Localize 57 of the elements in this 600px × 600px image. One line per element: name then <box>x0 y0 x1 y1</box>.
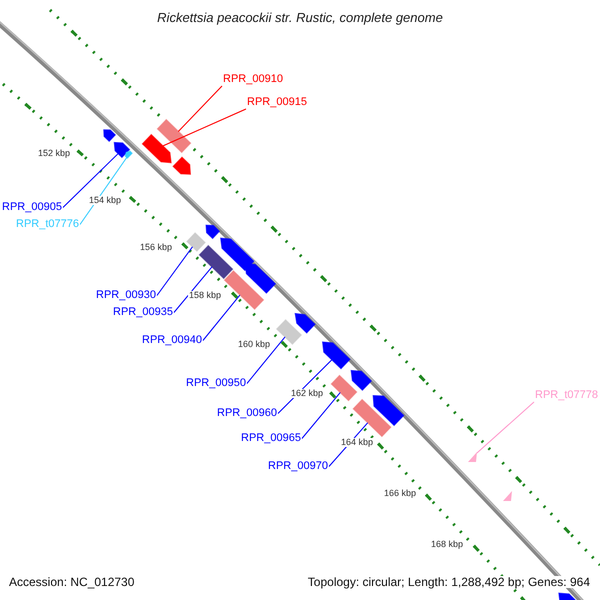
leader-line <box>62 153 119 208</box>
gene-feature <box>205 224 220 240</box>
gene-feature <box>468 452 477 462</box>
gene-feature <box>322 341 351 370</box>
leader-line <box>156 246 193 296</box>
footer-text: Topology: circular; Length: 1,288,492 bp; Genes: 964 <box>308 576 590 588</box>
gene-label: RPR_00905 <box>2 202 62 213</box>
gene-label: RPR_00930 <box>96 290 156 301</box>
leader-line <box>173 266 212 313</box>
gene-feature <box>503 491 512 501</box>
gene-label: RPR_00965 <box>241 433 301 444</box>
gene-label: RPR_00915 <box>247 97 307 108</box>
scale-label: 152 kbp <box>37 149 72 158</box>
leader-line <box>301 392 341 439</box>
gene-label: RPR_00940 <box>142 335 202 346</box>
gene-feature <box>103 129 116 142</box>
gene-feature <box>156 118 192 154</box>
gene-label: RPR_00935 <box>113 307 173 318</box>
scale-label: 154 kbp <box>88 196 122 205</box>
gene-feature <box>330 374 358 402</box>
gene-label: RPR_00950 <box>186 378 246 389</box>
gene-feature <box>558 592 578 600</box>
scale-label: 158 kbp <box>188 291 222 300</box>
gene-label: RPR_00960 <box>217 408 277 419</box>
gene-label: RPR_00910 <box>223 74 283 85</box>
gene-feature <box>350 370 372 391</box>
gene-feature <box>276 319 302 345</box>
gene-feature <box>220 238 255 272</box>
gene-label: RPR_t07776 <box>16 219 79 230</box>
gene-feature <box>114 142 130 158</box>
scale-label: 160 kbp <box>237 340 272 349</box>
gene-feature <box>186 232 206 252</box>
gene-feature <box>244 262 276 294</box>
scale-label: 166 kbp <box>383 489 418 498</box>
leader-line <box>162 108 246 146</box>
title: Rickettsia peacockii str. Rustic, complete genome <box>156 11 444 24</box>
leader-line <box>277 359 332 414</box>
gene-feature <box>124 150 133 159</box>
scale-label: 156 kbp <box>139 243 174 252</box>
leader-line <box>246 336 286 384</box>
gene-feature <box>172 156 192 175</box>
gene-label: RPR_00970 <box>268 461 328 472</box>
gene-feature <box>294 312 316 334</box>
gene-feature <box>372 394 404 426</box>
gene-feature <box>352 398 392 438</box>
leader-line <box>178 86 222 132</box>
scale-label: 168 kbp <box>430 540 464 549</box>
leader-line <box>80 157 128 225</box>
scale-label: 162 kbp <box>290 389 324 398</box>
footer-text: Accession: NC_012730 <box>9 576 134 588</box>
gene-feature <box>198 244 234 280</box>
gene-label: RPR_t07778 <box>535 390 598 401</box>
gene-feature <box>224 270 264 310</box>
leader-line <box>476 402 534 454</box>
leader-line <box>202 294 240 341</box>
gene-feature <box>142 134 172 164</box>
scale-label: 164 kbp <box>340 438 374 447</box>
